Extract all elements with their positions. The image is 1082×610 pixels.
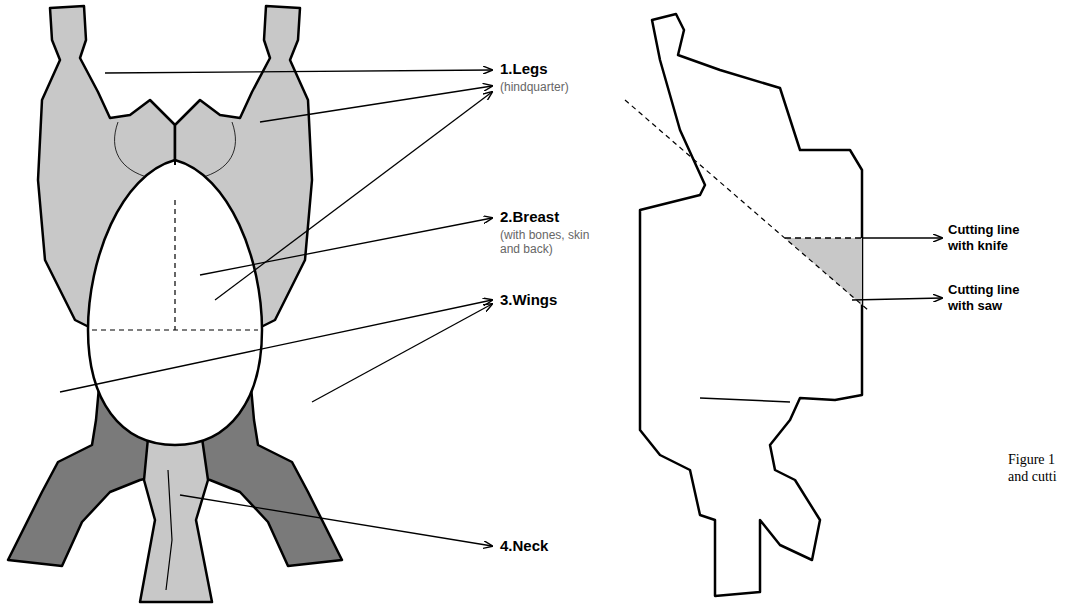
cut-leader-arrows [852,238,942,300]
part-note: (with bones, skin and back) [500,228,592,257]
cut-label: Cutting line with saw [948,282,1040,313]
part-name: 1.Legs [500,60,548,78]
dashed-cut-lines [92,200,258,330]
saw-line [625,100,868,310]
part-name: 2.Breast [500,208,559,226]
figure-caption: Figure 1 and cutti [1008,452,1072,486]
side-view-outline [640,14,862,596]
side-fold-line [700,398,790,402]
knife-line [785,237,862,239]
leader-arrows [60,70,492,546]
center-line [174,125,176,165]
neck-line [166,470,172,590]
breast-shape [88,160,262,445]
part-name: 4.Neck [500,537,548,555]
cut-label: Cutting line with knife [948,222,1040,253]
part-name: 3.Wings [500,291,557,309]
neck-shape [140,438,212,602]
part-note: (hindquarter) [500,80,569,94]
